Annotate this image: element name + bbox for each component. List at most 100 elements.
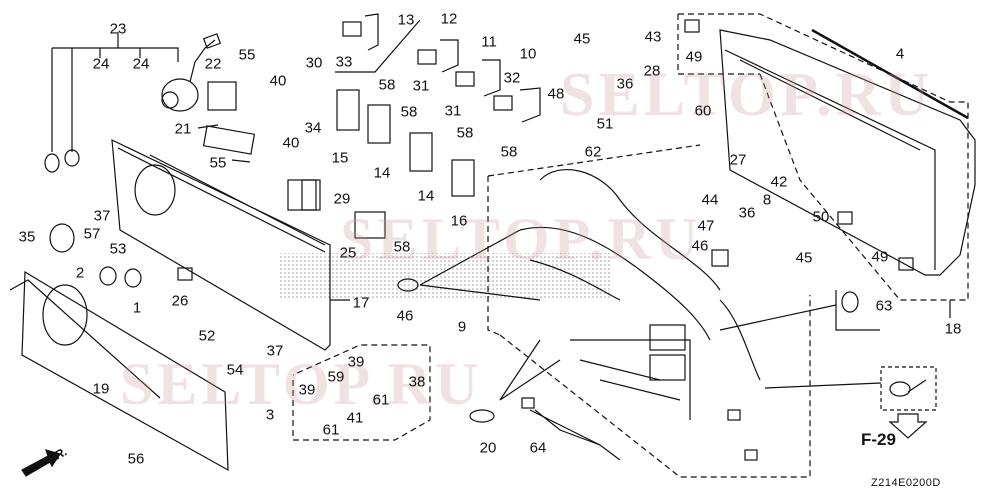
leader-46 [419, 229, 541, 301]
callout-label: 61 [322, 421, 340, 439]
leader-63 [719, 304, 837, 331]
watermark: SELTOP.RU [120, 351, 483, 417]
callout-label: 43 [644, 28, 662, 46]
control-panel [111, 139, 331, 351]
callout-label: 24 [92, 55, 110, 73]
potentiometer-part [161, 33, 222, 112]
group-3-frame [292, 344, 431, 441]
terminal-2 [99, 266, 117, 286]
panel-opening [134, 164, 176, 216]
leader-24 [99, 32, 141, 58]
callout-label: 13 [397, 11, 415, 29]
callout-label: 23 [109, 20, 127, 38]
callout-label: 54 [226, 361, 244, 379]
callout-label: 24 [132, 55, 150, 73]
figure-reference[interactable]: F-29 [861, 430, 896, 449]
callout-label: 29 [333, 190, 351, 208]
callout-label: 49 [871, 248, 889, 266]
socket-14a [367, 104, 391, 144]
socket-15 [336, 89, 360, 131]
socket-16 [451, 159, 475, 197]
part-26 [177, 267, 193, 281]
cover-panel [21, 270, 229, 472]
cover-opening [42, 284, 88, 346]
callout-label: 38 [408, 373, 426, 391]
callout-label: 62 [584, 143, 602, 161]
callout-label: 27 [729, 151, 747, 169]
callout-label: 47 [697, 217, 715, 235]
clamp-20 [469, 409, 495, 423]
callout-label: 9 [457, 318, 467, 336]
callout-label: 46 [691, 237, 709, 255]
leader-23-rings [51, 48, 73, 152]
callout-label: 14 [373, 164, 391, 182]
part-21 [202, 125, 256, 155]
housing-frame [677, 14, 760, 75]
callout-label: 63 [875, 297, 893, 315]
callout-label: 20 [479, 439, 497, 457]
callout-label: 55 [209, 154, 227, 172]
callout-label: 39 [298, 381, 316, 399]
callout-label: 51 [596, 115, 614, 133]
leader-23 [52, 47, 179, 62]
callout-label: 3 [265, 406, 275, 424]
clamp-63-frame [835, 290, 880, 331]
callout-label: 2 [75, 264, 85, 282]
callout-label: 53 [109, 240, 127, 258]
leader-20 [499, 339, 561, 401]
watermark: SELTOP.RU [340, 206, 703, 272]
harness-frame [487, 176, 501, 336]
bushing-49b [898, 257, 914, 271]
part-31b [455, 71, 475, 87]
callout-label: 30 [305, 54, 323, 72]
callout-label: 50 [812, 208, 830, 226]
callout-label: 19 [92, 380, 110, 398]
callout-label: 18 [944, 320, 962, 338]
callout-label: 46 [396, 307, 414, 325]
callout-label: 37 [266, 342, 284, 360]
callout-label: 64 [529, 439, 547, 457]
f29-arrow-icon [888, 413, 928, 439]
callout-label: 8 [762, 191, 772, 209]
callout-label: 42 [770, 173, 788, 191]
callout-label: 49 [685, 48, 703, 66]
callout-label: 28 [643, 62, 661, 80]
callout-label: 58 [500, 143, 518, 161]
callout-label: 17 [352, 294, 370, 312]
callout-label: 1 [132, 299, 142, 317]
socket-14b [409, 132, 433, 172]
shaded-area [280, 253, 610, 298]
callout-label: 16 [450, 212, 468, 230]
f29-detail-box [880, 366, 937, 411]
callout-label: 37 [93, 207, 111, 225]
callout-label: 39 [347, 353, 365, 371]
ring-parts [44, 149, 80, 173]
part-32 [493, 95, 513, 111]
callout-label: 26 [171, 292, 189, 310]
callout-label: 40 [269, 72, 287, 90]
callout-label: 22 [204, 55, 222, 73]
callout-label: 34 [304, 119, 322, 137]
callout-label: 12 [440, 10, 458, 28]
callout-label: 31 [412, 77, 430, 95]
part-31a [417, 49, 437, 65]
part-25 [354, 211, 386, 239]
callout-label: 41 [346, 409, 364, 427]
callout-label: 44 [701, 191, 719, 209]
callout-label: 61 [372, 391, 390, 409]
callout-label: 58 [456, 124, 474, 142]
callout-label: 55 [238, 46, 256, 64]
callout-label: 15 [331, 149, 349, 167]
callout-label: 11 [481, 33, 497, 51]
callout-label: 32 [503, 69, 521, 87]
callout-label: 33 [335, 53, 353, 71]
callout-label: 58 [393, 238, 411, 256]
callout-label: 58 [400, 103, 418, 121]
clamp-46 [397, 278, 419, 292]
callout-label: 10 [519, 45, 537, 63]
callout-label: 4 [895, 45, 905, 63]
front-arrow-icon [21, 449, 61, 477]
callout-label: 60 [694, 102, 712, 120]
